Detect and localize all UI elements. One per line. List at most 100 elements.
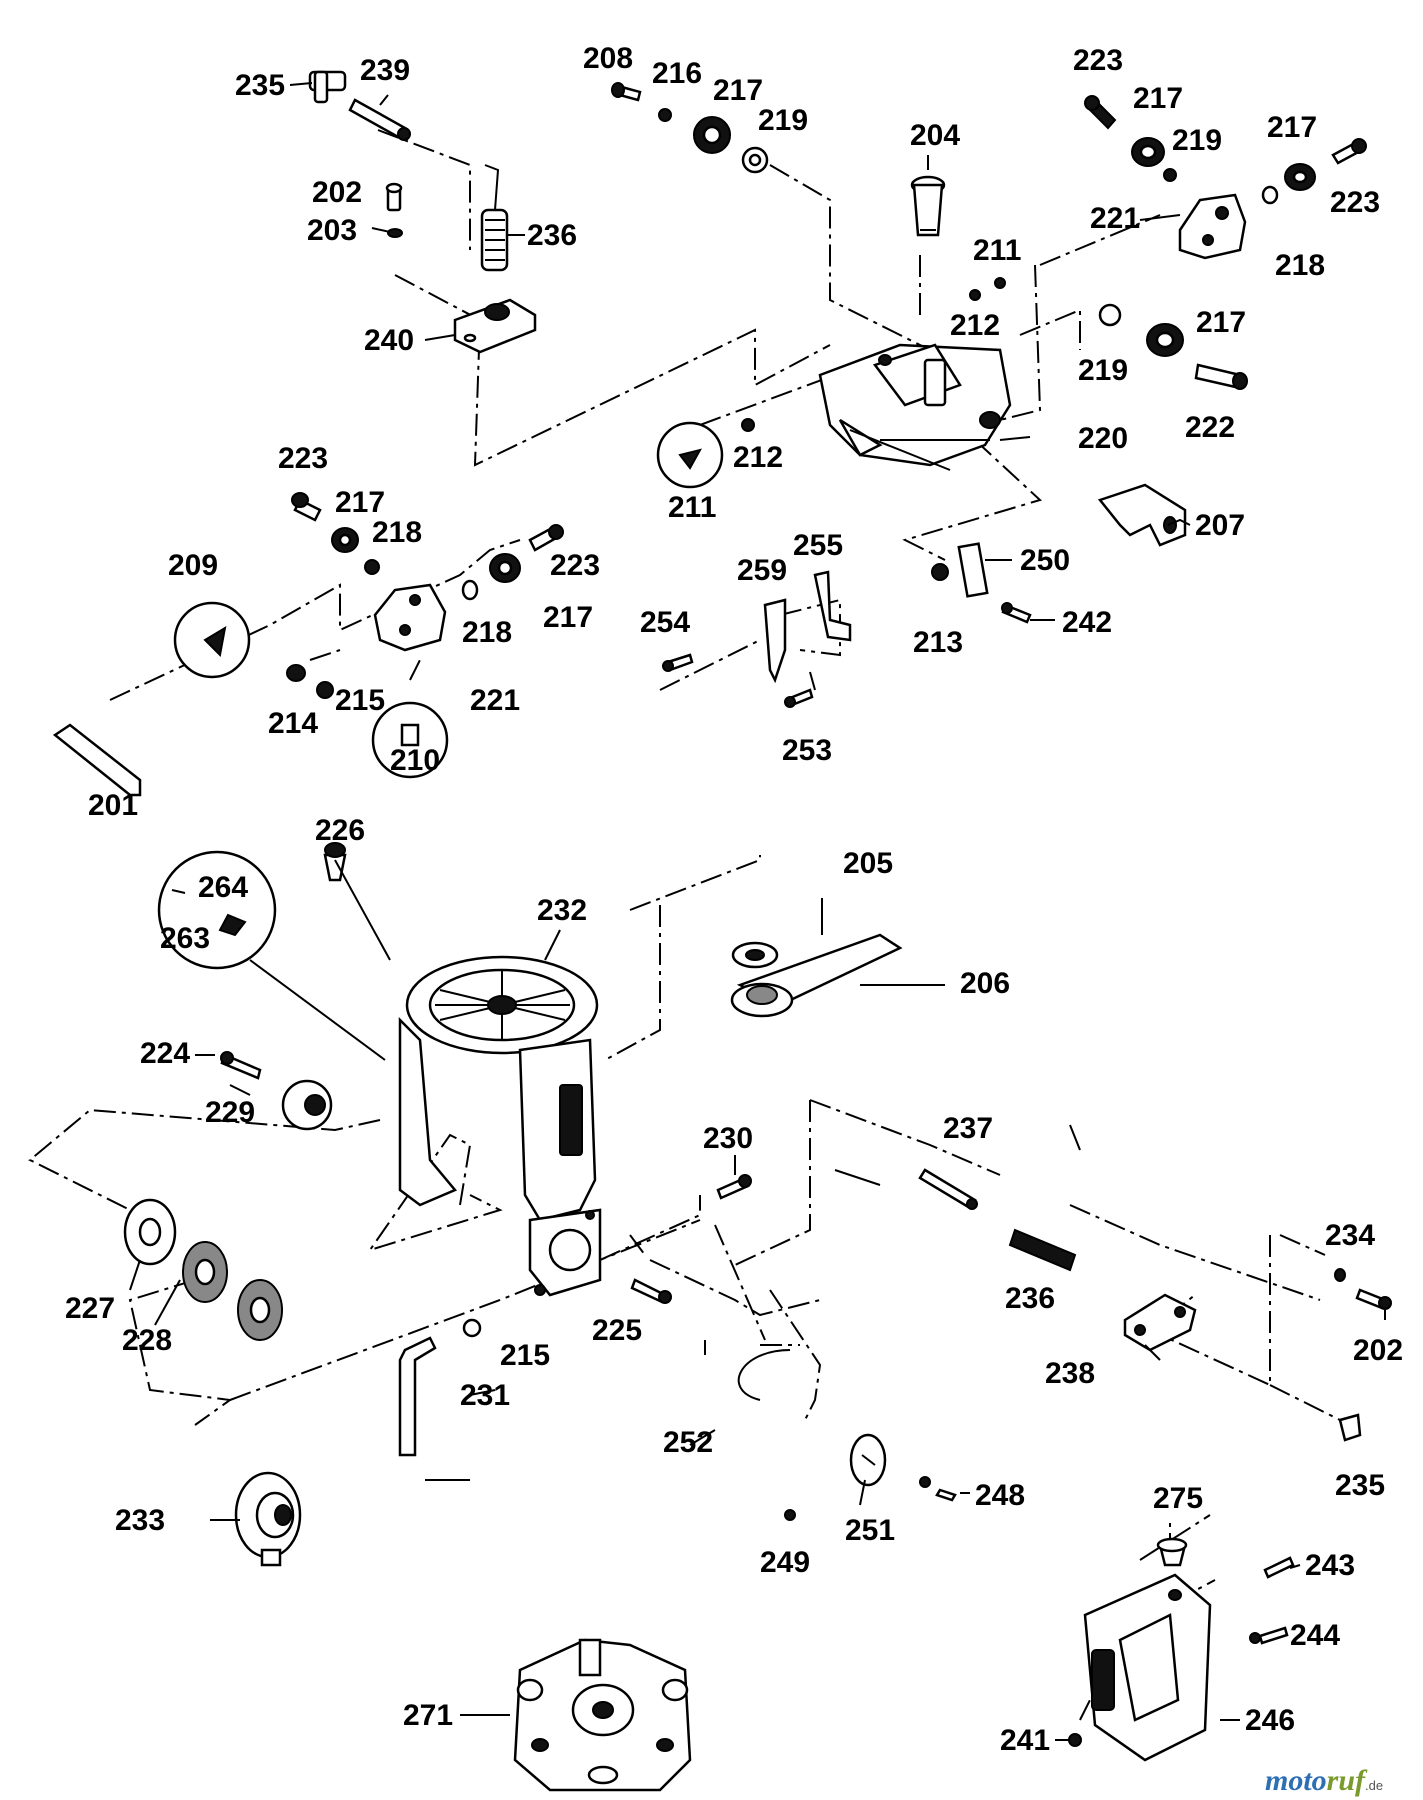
label-209: 209 — [168, 549, 218, 582]
bracket-238 — [1123, 1293, 1197, 1352]
label-210: 210 — [390, 744, 440, 777]
label-215: 215 — [500, 1339, 550, 1372]
screw-225 — [630, 1278, 672, 1304]
block-221-top — [1178, 193, 1247, 260]
watermark-moto: moto — [1265, 1764, 1327, 1797]
label-241: 241 — [1000, 1724, 1050, 1757]
label-254: 254 — [640, 606, 690, 639]
label-219: 219 — [1172, 124, 1222, 157]
star-washer-205 — [731, 941, 779, 969]
label-264: 264 — [198, 871, 248, 904]
label-237: 237 — [943, 1112, 993, 1145]
label-229: 229 — [205, 1096, 255, 1129]
block-221-left — [373, 583, 447, 652]
handle-246 — [1083, 1573, 1212, 1762]
label-242: 242 — [1062, 606, 1112, 639]
label-211: 211 — [973, 234, 1021, 267]
washer-218-left — [364, 559, 380, 575]
label-243: 243 — [1305, 1549, 1355, 1582]
label-275: 275 — [1153, 1482, 1203, 1515]
bolt-222 — [1194, 363, 1248, 390]
label-228: 228 — [122, 1324, 172, 1357]
screw-230 — [716, 1174, 752, 1200]
clip-235-top — [308, 70, 347, 104]
screw-224 — [220, 1051, 262, 1080]
disk-228 — [182, 1241, 228, 1303]
screw-208 — [611, 82, 642, 102]
washer-219-b — [1163, 168, 1177, 182]
bracket-259 — [763, 598, 787, 684]
label-207: 207 — [1195, 509, 1245, 542]
label-217: 217 — [713, 74, 763, 107]
bearing-217-c — [1284, 163, 1316, 191]
label-259: 259 — [737, 554, 787, 587]
label-230: 230 — [703, 1122, 753, 1155]
screw-241 — [1068, 1733, 1082, 1747]
disk-228b — [237, 1279, 283, 1341]
label-203: 203 — [307, 214, 357, 247]
bearing-217-b — [1131, 137, 1165, 167]
hub-229 — [281, 1079, 333, 1131]
nut-213 — [931, 563, 949, 581]
label-223: 223 — [278, 442, 328, 475]
label-208: 208 — [583, 42, 633, 75]
detail-circle-263-264 — [157, 850, 277, 970]
label-235: 235 — [235, 69, 285, 102]
spring-236-bottom — [1008, 1228, 1077, 1272]
cover-251 — [849, 1433, 887, 1487]
label-236: 236 — [527, 219, 577, 252]
label-244: 244 — [1290, 1619, 1340, 1652]
label-234: 234 — [1325, 1219, 1375, 1252]
label-231: 231 — [460, 1379, 510, 1412]
bracket-240 — [453, 298, 537, 354]
bearing-217-d — [1146, 323, 1184, 357]
hex-key-201 — [52, 723, 142, 797]
part-labels: 235 239 202 203 236 240 208 216 217 219 … — [65, 42, 1403, 1757]
nut-214 — [286, 664, 306, 682]
label-212: 212 — [950, 309, 1000, 342]
label-202: 202 — [312, 176, 362, 209]
bolt-226 — [323, 842, 347, 882]
label-271: 271 — [403, 1699, 453, 1732]
washer-215-bottom — [462, 1318, 482, 1338]
label-249: 249 — [760, 1546, 810, 1579]
carriage-220 — [818, 343, 1012, 471]
washer-219-a — [741, 146, 769, 174]
clip-235-bottom — [1338, 1413, 1362, 1442]
label-233: 233 — [115, 1504, 165, 1537]
label-221: 221 — [1090, 202, 1140, 235]
screw-253 — [784, 688, 814, 708]
bolt-223-left — [291, 492, 322, 522]
label-220: 220 — [1078, 422, 1128, 455]
label-205: 205 — [843, 847, 893, 880]
bolt-223-top-left — [1084, 95, 1117, 130]
washer-216 — [658, 108, 672, 122]
washer-203 — [387, 228, 403, 238]
label-219: 219 — [758, 104, 808, 137]
screw-249 — [784, 1509, 796, 1521]
label-223: 223 — [1073, 44, 1123, 77]
detail-circle-211 — [656, 421, 724, 489]
label-219: 219 — [1078, 354, 1128, 387]
label-263: 263 — [160, 922, 210, 955]
bracket-207 — [1097, 483, 1187, 547]
label-202: 202 — [1353, 1334, 1403, 1367]
pin-239 — [348, 98, 411, 141]
label-213: 213 — [913, 626, 963, 659]
washer-215-top — [316, 681, 334, 699]
label-238: 238 — [1045, 1357, 1095, 1390]
washer-218-mid — [461, 579, 479, 601]
screw-244 — [1249, 1626, 1289, 1645]
plate-255 — [813, 570, 852, 642]
watermark-logo: motoruf.de — [1265, 1764, 1383, 1797]
label-251: 251 — [845, 1514, 895, 1547]
bolt-204 — [910, 175, 946, 237]
screw-242 — [1001, 602, 1032, 624]
label-239: 239 — [360, 54, 410, 87]
label-227: 227 — [65, 1292, 115, 1325]
label-240: 240 — [364, 324, 414, 357]
plate-250 — [957, 542, 989, 598]
screw-202-top — [385, 182, 403, 212]
label-216: 216 — [652, 57, 702, 90]
label-226: 226 — [315, 814, 365, 847]
